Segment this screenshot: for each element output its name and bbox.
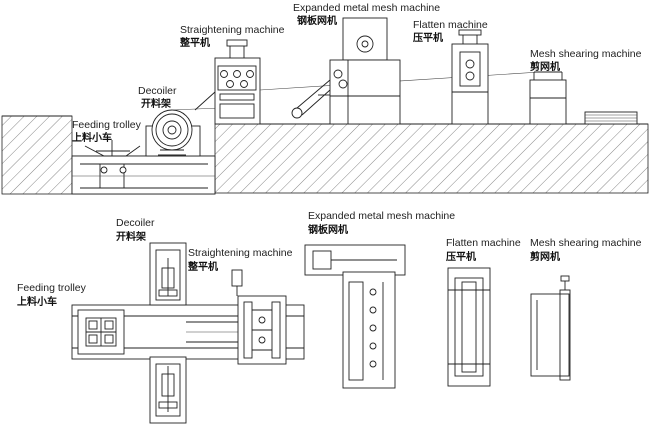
label-shearing-top-en: Mesh shearing machine [530,237,642,249]
label-feeding-side-en: Feeding trolley [72,119,142,131]
feeding-trolley-side [84,140,141,174]
label-shearing-side-cn: 剪网机 [530,60,560,73]
label-expanded-side-en: Expanded metal mesh machine [293,2,440,14]
label-straightening-top-cn: 整平机 [187,260,218,273]
expanded-machine-top [304,244,406,389]
straightening-machine-top [231,269,287,365]
label-expanded-top-en: Expanded metal mesh machine [308,210,455,222]
shearing-machine-side [529,71,567,125]
label-feeding-top-en: Feeding trolley [17,282,87,294]
label-straightening-side-en: Straightening machine [180,24,285,36]
label-feeding-side-cn: 上料小车 [72,131,112,144]
label-decoiler-side-cn: 开料架 [141,97,171,110]
side-view [1,17,649,195]
label-decoiler-side-en: Decoiler [138,85,177,97]
decoiler-top-lower [149,356,187,424]
label-decoiler-top-en: Decoiler [116,217,155,229]
flatten-machine-side [451,29,489,125]
label-feeding-top-cn: 上料小车 [17,295,57,308]
label-shearing-side-en: Mesh shearing machine [530,48,642,60]
top-view [71,242,571,424]
label-expanded-side-cn: 钢板网机 [297,14,337,27]
shearing-machine-top [530,275,571,381]
decoiler-side [145,107,221,157]
expanded-machine-side [329,17,401,125]
conveyor-side [291,79,331,119]
label-flatten-top-en: Flatten machine [446,237,521,249]
decoiler-top-upper [149,242,187,306]
label-expanded-top-cn: 钢板网机 [308,223,348,236]
labels: Straightening machine 整平机 Expanded metal… [17,2,642,308]
label-flatten-side-en: Flatten machine [413,19,488,31]
label-flatten-top-cn: 压平机 [446,250,476,263]
mesh-stack-side [584,111,638,125]
label-flatten-side-cn: 压平机 [413,31,443,44]
label-shearing-top-cn: 剪网机 [530,250,560,263]
feeding-pit [71,155,216,195]
label-straightening-top-en: Straightening machine [188,247,293,259]
flatten-machine-top [447,267,491,387]
label-straightening-side-cn: 整平机 [179,36,210,49]
straightening-machine-side [194,39,261,125]
feed-rail-top [186,321,238,343]
label-decoiler-top-cn: 开料架 [116,230,146,243]
